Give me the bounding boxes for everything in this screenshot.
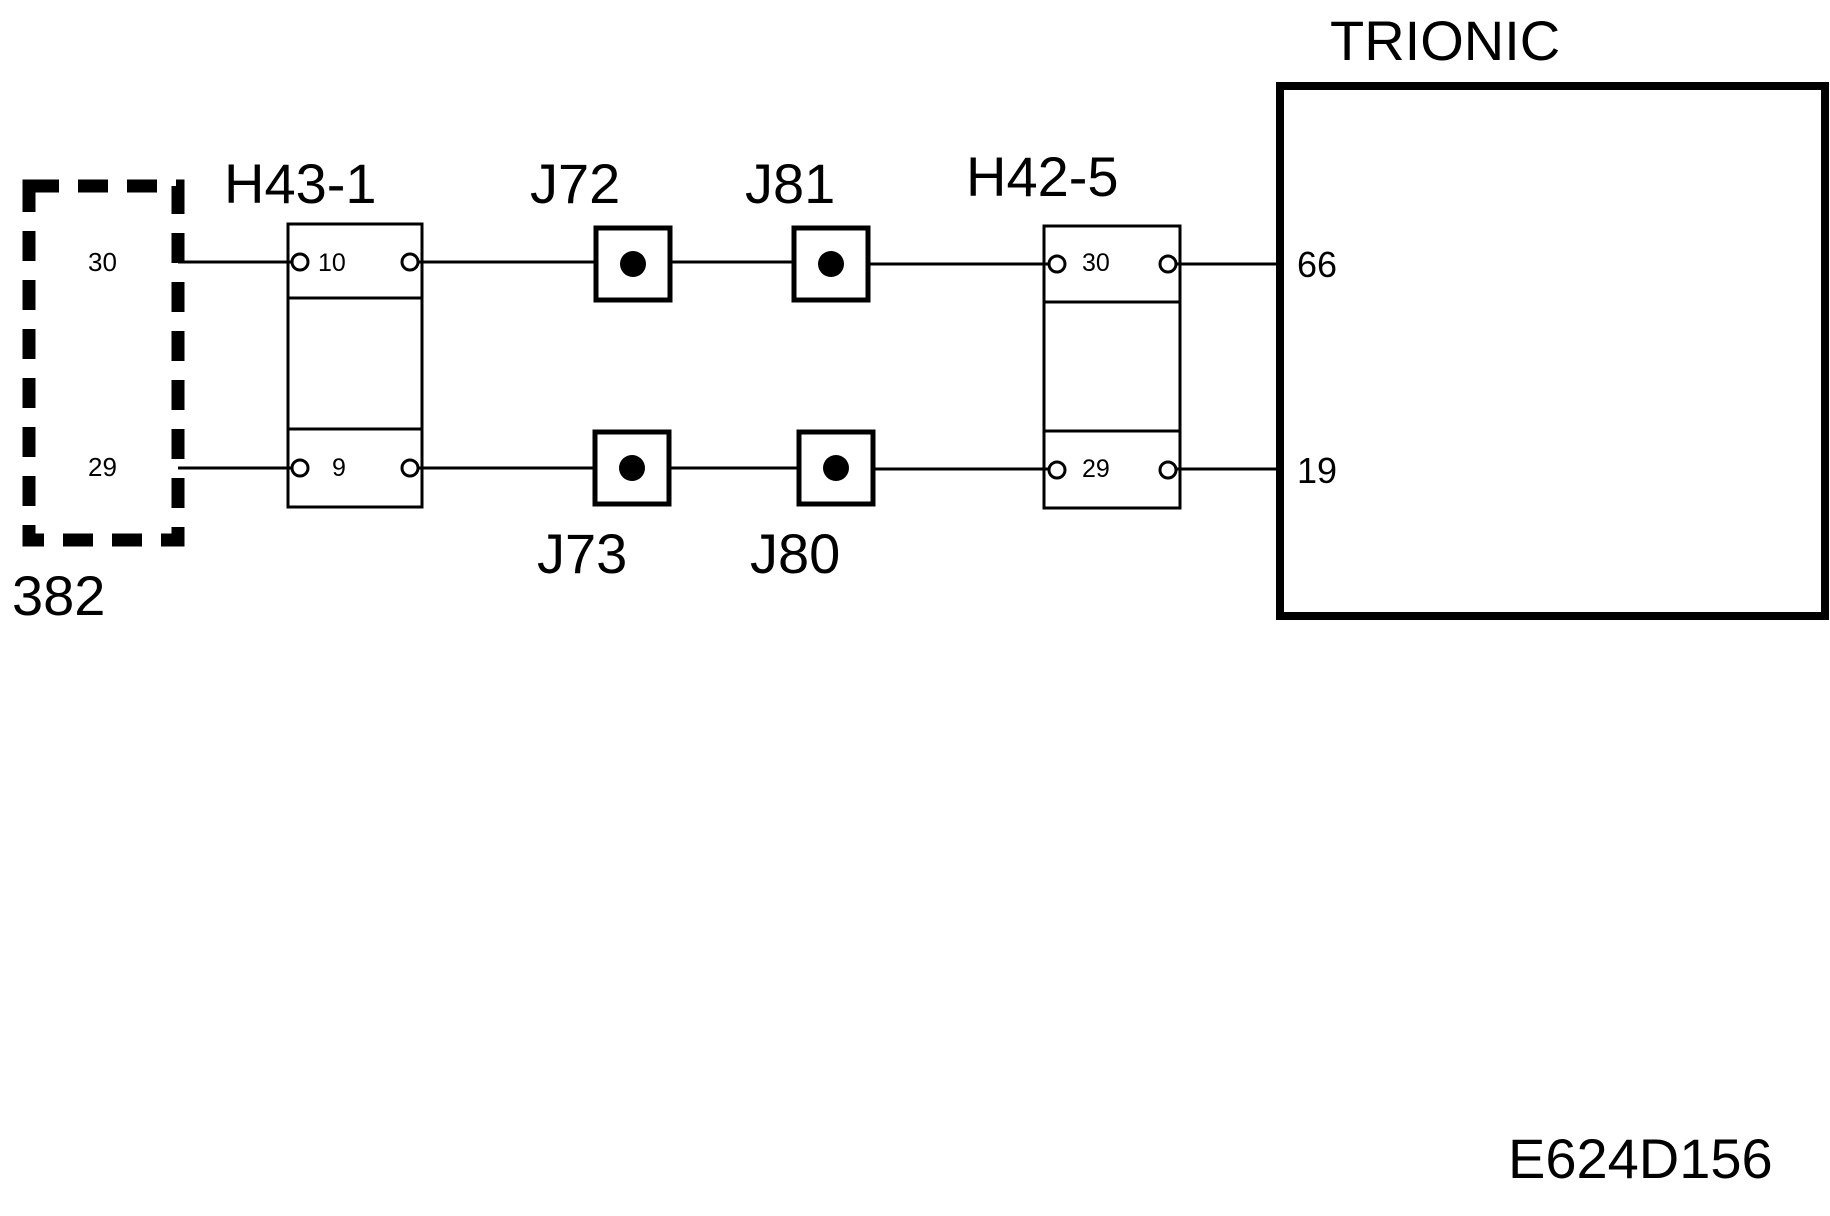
junction-j80-label: J80 bbox=[750, 522, 840, 585]
pin-socket-icon bbox=[1158, 254, 1178, 274]
ecu-pin-bottom: 19 bbox=[1297, 450, 1337, 491]
connector-h42-label: H42-5 bbox=[966, 145, 1119, 208]
pin-socket-icon bbox=[1158, 460, 1178, 480]
pin-socket-icon bbox=[290, 458, 310, 478]
connector-h43-box bbox=[286, 222, 424, 509]
junction-dot-icon bbox=[823, 455, 849, 481]
pin-socket-icon bbox=[400, 252, 420, 272]
ecu-box bbox=[1276, 82, 1829, 620]
junction-j81-label: J81 bbox=[745, 152, 835, 215]
pin-socket-icon bbox=[290, 252, 310, 272]
junction-j73-label: J73 bbox=[537, 522, 627, 585]
pin-socket-icon bbox=[400, 458, 420, 478]
ecu-pin-top: 66 bbox=[1297, 244, 1337, 285]
connector-h42-pin-bottom: 29 bbox=[1082, 455, 1110, 483]
connector-h43-pin-bottom: 9 bbox=[332, 454, 346, 482]
connector-h42-pin-top: 30 bbox=[1082, 249, 1110, 277]
junction-dot-icon bbox=[620, 251, 646, 277]
component-382-box bbox=[22, 179, 185, 547]
pin-socket-icon bbox=[1047, 254, 1067, 274]
connector-h42-box bbox=[1042, 224, 1182, 510]
figure-code: E624D156 bbox=[1508, 1127, 1773, 1190]
connector-h43-pin-top: 10 bbox=[318, 249, 346, 277]
component-382-pin-bottom: 29 bbox=[88, 452, 117, 482]
junction-j72-label: J72 bbox=[530, 152, 620, 215]
component-382-pin-top: 30 bbox=[88, 247, 117, 277]
junction-dot-icon bbox=[619, 455, 645, 481]
component-382-label: 382 bbox=[12, 564, 105, 627]
pin-socket-icon bbox=[1047, 460, 1067, 480]
junction-dot-icon bbox=[818, 251, 844, 277]
ecu-title: TRIONIC bbox=[1330, 9, 1560, 72]
connector-h43-label: H43-1 bbox=[224, 152, 377, 215]
